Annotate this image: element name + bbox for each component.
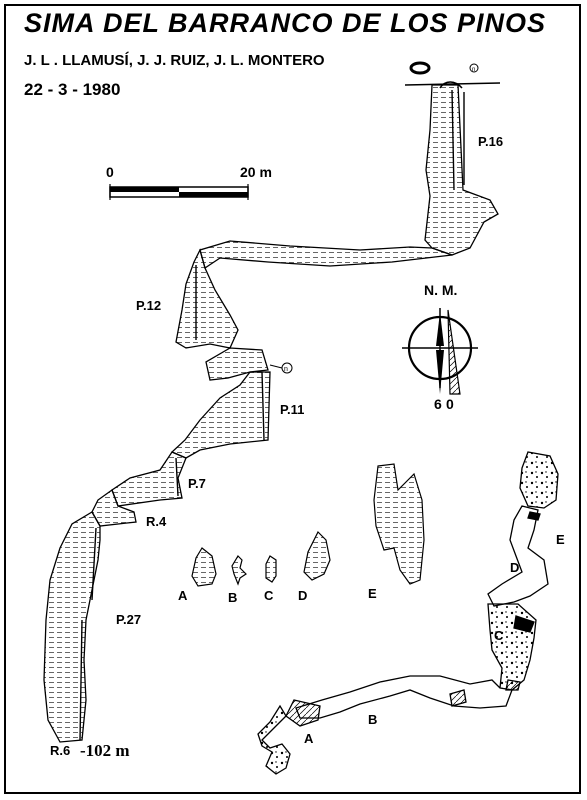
cross-section-label-c: C: [264, 588, 274, 603]
cross-section-a: [191, 547, 217, 587]
declination-digit-1: 6: [434, 396, 442, 412]
scale-end-label: 20 m: [240, 164, 272, 180]
svg-text:n: n: [472, 67, 475, 73]
label-p27: P.27: [116, 612, 142, 627]
label-p16: P.16: [478, 134, 504, 149]
cross-section-label-e: E: [368, 586, 377, 601]
plan-view: [257, 451, 559, 775]
north-arrow-icon: [402, 308, 478, 395]
anchor-icon: n: [269, 362, 293, 374]
survey-date: 22 - 3 - 1980: [24, 80, 121, 99]
plan-label-a: A: [304, 731, 314, 746]
cross-section-label-a: A: [178, 588, 188, 603]
declination-digit-2: 0: [446, 396, 454, 412]
label-r6: R.6: [50, 743, 71, 758]
label-p11: P.11: [280, 402, 305, 417]
plan-label-c: C: [494, 628, 504, 643]
cross-sections: [191, 463, 425, 587]
page-title: SIMA DEL BARRANCO DE LOS PINOS: [24, 8, 547, 38]
final-depth-label: -102 m: [80, 741, 130, 760]
scale-start-label: 0: [106, 164, 114, 180]
page-border: [4, 4, 581, 794]
plan-label-b: B: [368, 712, 378, 727]
cross-section-d: [303, 530, 331, 581]
plan-label-e: E: [556, 532, 565, 547]
svg-text:n: n: [284, 366, 288, 373]
label-p7: P.7: [188, 476, 206, 491]
plan-label-d: D: [510, 560, 520, 575]
cross-section-label-d: D: [298, 588, 308, 603]
entrance-icon: n: [404, 61, 501, 89]
scale-bar: [109, 184, 249, 200]
label-p12: P.12: [136, 298, 162, 313]
shaft-wall-lines: [79, 89, 465, 741]
cross-section-b: [231, 555, 247, 586]
cave-profile: [43, 84, 499, 743]
label-r4: R.4: [146, 514, 167, 529]
north-arrow-label: N. M.: [424, 282, 458, 298]
cross-section-e: [373, 463, 425, 585]
cross-section-c: [265, 555, 277, 583]
cross-section-label-b: B: [228, 590, 238, 605]
authors-line: J. L . LLAMUSÍ, J. J. RUIZ, J. L. MONTER…: [24, 52, 325, 69]
